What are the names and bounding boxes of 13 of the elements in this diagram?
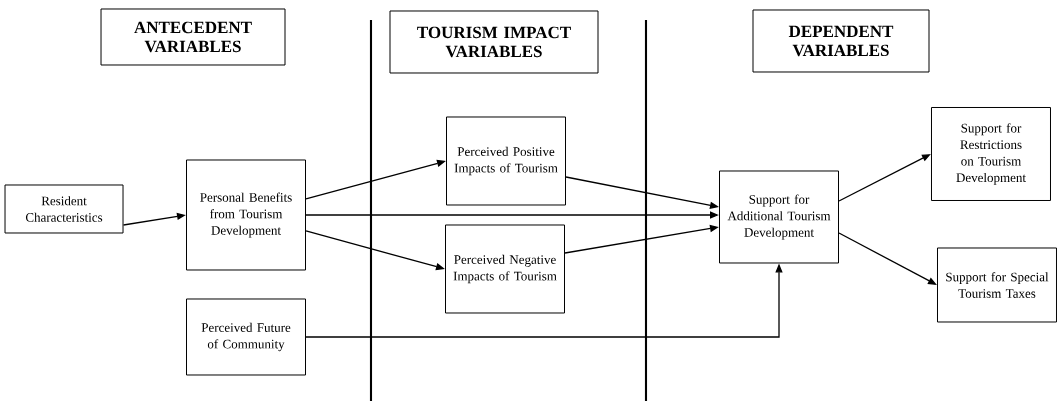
variable-box: Personal Benefits from Tourism Development (186, 159, 306, 271)
variable-box: Resident Characteristics (4, 184, 124, 234)
variable-box: Perceived Future of Community (186, 298, 306, 376)
variable-box: Perceived Positive Impacts of Tourism (446, 116, 566, 206)
column-header-box: TOURISM IMPACT VARIABLES (389, 10, 599, 74)
variable-box: Support for Additional Tourism Development (719, 170, 839, 264)
variable-box: Support for Restrictions on Tourism Development (931, 107, 1051, 201)
arrow (838, 232, 937, 285)
column-header-box: DEPENDENT VARIABLES (752, 9, 930, 73)
column-header-box: ANTECEDENT VARIABLES (100, 8, 286, 66)
arrow (838, 154, 931, 202)
variable-box: Perceived Negative Impacts of Tourism (445, 224, 565, 314)
variable-box: Support for Special Tourism Taxes (937, 247, 1057, 323)
